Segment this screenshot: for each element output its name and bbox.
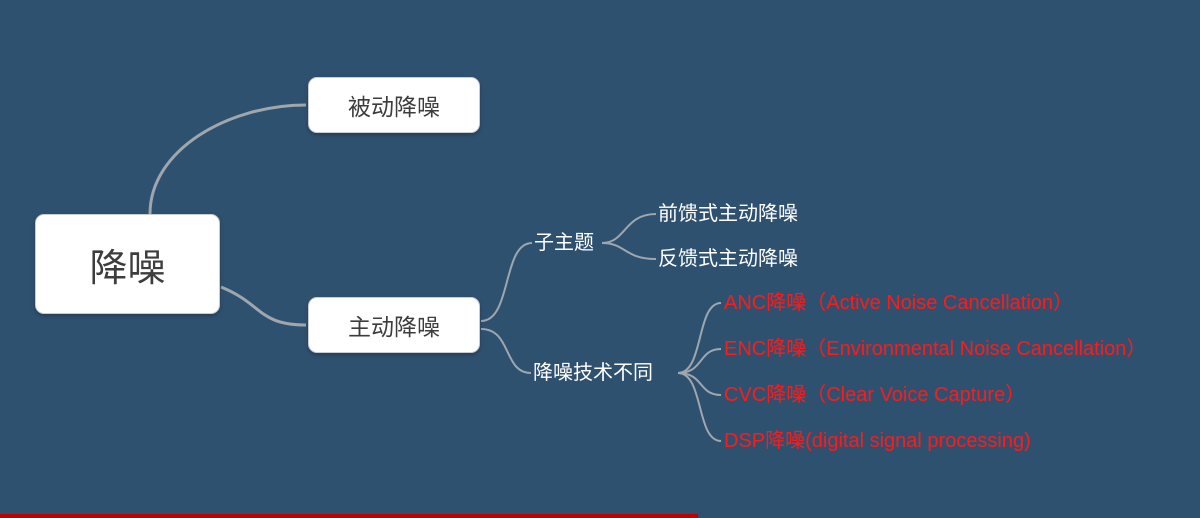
connector-active-subtopic [480,242,533,322]
leaf-node-feedback-anc[interactable]: 反馈式主动降噪 [658,248,798,270]
leaf-node-feedforward-anc[interactable]: 前馈式主动降噪 [658,203,798,225]
branch-node-label: 被动降噪 [348,94,440,120]
leaf-node-anc[interactable]: ANC降噪（Active Noise Cancellation） [724,292,1074,314]
connector-technique-anc [677,302,722,374]
branch-node-label: 主动降噪 [348,314,440,340]
root-node-label: 降噪 [89,247,166,290]
subtopic-node[interactable]: 子主题 [534,232,594,254]
connector-subtopic-feedback [601,242,657,260]
connector-subtopic-feedforward [601,213,657,244]
leaf-node-dsp[interactable]: DSP降噪(digital signal processing) [724,430,1031,452]
connector-root-passive [148,103,307,215]
bottom-red-line [0,514,698,518]
connector-technique-cvc [677,372,722,396]
branch-node-active-noise-reduction[interactable]: 主动降噪 [308,297,480,353]
connector-technique-enc [677,348,722,374]
root-node-noise-reduction[interactable]: 降噪 [35,214,220,314]
connector-technique-dsp [677,372,722,442]
technique-node[interactable]: 降噪技术不同 [533,362,653,384]
leaf-node-cvc[interactable]: CVC降噪（Clear Voice Capture） [724,384,1026,406]
connector-root-active [220,285,307,327]
leaf-node-enc[interactable]: ENC降噪（Environmental Noise Cancellation） [724,338,1147,360]
connector-active-technique [480,328,532,374]
branch-node-passive-noise-reduction[interactable]: 被动降噪 [308,77,480,133]
